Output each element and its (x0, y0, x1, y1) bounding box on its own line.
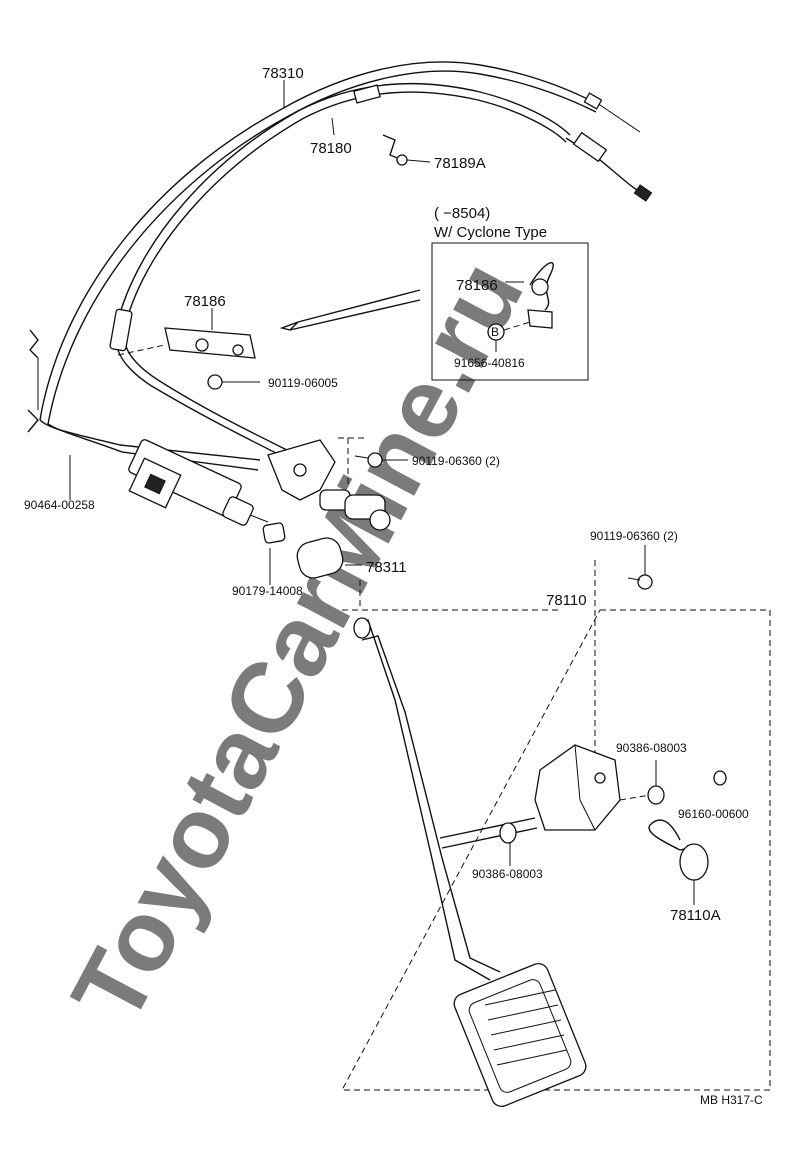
linkage-bracket (267, 437, 391, 531)
bolt-90119-06360-upper (354, 452, 408, 468)
inset-b-marker: B (491, 325, 499, 339)
label-78110: 78110 (546, 592, 587, 609)
label-78189A: 78189A (434, 155, 486, 172)
label-90119-06360-lower: 90119-06360 (2) (590, 529, 678, 543)
part-labels: 78310 78180 78189A 78186 90119-06005 901… (24, 65, 749, 924)
pedal-assembly (341, 545, 771, 1107)
boot-78311 (296, 537, 362, 579)
label-96160-00600: 96160-00600 (678, 807, 749, 821)
clip-90464 (27, 329, 71, 500)
footer-code: MB H317-C (700, 1093, 763, 1107)
label-90386-08003-lower: 90386-08003 (472, 867, 543, 881)
clip-78189A (382, 134, 431, 166)
label-78186: 78186 (184, 293, 226, 310)
cable-78180 (109, 82, 653, 461)
label-78180: 78180 (310, 140, 352, 157)
label-90386-08003-upper: 90386-08003 (616, 741, 687, 755)
cable-78310 (39, 61, 641, 425)
inset-part-91656-40816: 91656-40816 (454, 356, 525, 370)
adjuster-body (128, 439, 286, 544)
label-78310: 78310 (262, 65, 304, 82)
label-78110A: 78110A (670, 907, 721, 924)
label-90119-06005: 90119-06005 (268, 376, 338, 390)
label-90119-06360-upper: 90119-06360 (2) (412, 454, 500, 468)
bracket-78186 (117, 327, 256, 359)
bolt-90119-06005 (207, 374, 260, 390)
inset-part-78186: 78186 (456, 277, 498, 294)
inset-type-label: W/ Cyclone Type (434, 224, 547, 241)
inset-cyclone-type: ( −8504) W/ Cyclone Type B 78186 91656-4… (431, 205, 589, 381)
label-78311: 78311 (366, 559, 407, 576)
cable-lower-run (39, 419, 261, 471)
label-90464-00258: 90464-00258 (24, 498, 95, 512)
label-90179-14008: 90179-14008 (232, 584, 303, 598)
inset-range-label: ( −8504) (434, 205, 490, 222)
inset-pointer-arrow (279, 289, 421, 331)
